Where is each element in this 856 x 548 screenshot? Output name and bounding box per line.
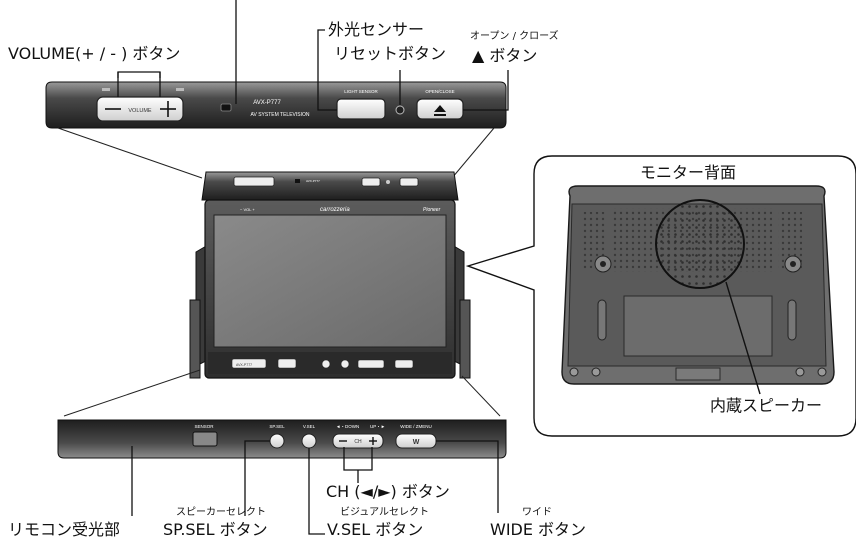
ch-rocker[interactable]: CH [332, 433, 384, 449]
wide-key-text: W [413, 439, 420, 446]
rear-view-callout [465, 155, 856, 437]
top-subtitle-text: AV SYSTEM TELEVISION [251, 112, 310, 118]
open-close-text: OPEN/CLOSE [425, 89, 454, 94]
volume-rocker[interactable]: VOLUME [96, 96, 184, 122]
bottom-control-panel: SENSOR SP.SEL V.SEL ◄・DOWN UP・► CH WIDE … [57, 419, 507, 459]
v-sel-button[interactable] [301, 433, 317, 449]
svg-text:− VOL +: − VOL + [240, 207, 255, 212]
top-callout-lines [117, 0, 509, 111]
top-model-text: AVX-P777 [253, 100, 281, 106]
open-close-callout-small: オープン / クローズ [470, 31, 559, 42]
top-connector-lines [57, 127, 495, 179]
remote-sensor-callout-label: リモコン受光部 [8, 520, 121, 539]
eject-icon [434, 105, 446, 116]
volume-callout-label: VOLUME(+ / - ) ボタン [8, 44, 181, 63]
monitor-device: AVX-P777 carrozzeria Pioneer − VOL + AVX… [189, 171, 471, 379]
speaker-grille [656, 200, 744, 288]
light-sensor-reset-button[interactable] [336, 98, 386, 120]
down-text: ◄・DOWN [336, 424, 359, 429]
top-control-panel: VOLUME AVX-P777 AV SYSTEM TELEVISION LIG… [45, 81, 507, 129]
svg-text:AVX-P777: AVX-P777 [306, 179, 320, 183]
v-sel-callout-label: V.SEL ボタン [327, 520, 424, 539]
remote-sensor-window [192, 431, 218, 447]
brand-left-text: carrozzeria [320, 207, 350, 213]
volume-label: VOLUME [128, 108, 152, 114]
sp-sel-button[interactable] [269, 433, 285, 449]
v-sel-text: V.SEL [303, 424, 316, 429]
sp-sel-callout-label: SP.SEL ボタン [163, 520, 268, 539]
top-slot-indicator [220, 103, 232, 112]
ch-text: CH [354, 439, 362, 445]
wide-callout-label: WIDE ボタン [490, 520, 587, 539]
open-close-callout-label: ▲ ボタン [472, 46, 538, 65]
light-sensor-hole [395, 105, 405, 115]
device-model-small: AVX-P777 [236, 363, 252, 367]
bottom-callout-lines [131, 440, 499, 535]
sp-sel-text: SP.SEL [269, 424, 285, 429]
speaker-outline [655, 199, 745, 289]
monitor-back-title: モニター背面 [640, 163, 737, 182]
monitor-screen [213, 214, 447, 348]
ch-callout-label: CH (◄/►) ボタン [326, 482, 450, 501]
wide-text: WIDE / ZMENU [400, 424, 432, 429]
v-sel-callout-small: ビジュアルセレクト [340, 507, 429, 518]
bottom-connector-lines [63, 369, 501, 417]
sensor-text: SENSOR [194, 424, 214, 429]
sp-sel-callout-small: スピーカーセレクト [176, 507, 266, 518]
up-text: UP・► [370, 424, 385, 429]
brand-right-text: Pioneer [423, 207, 441, 213]
wide-callout-small: ワイド [522, 507, 552, 518]
light-sensor-callout-line1: 外光センサー [328, 20, 425, 39]
light-sensor-callout-line2: リセットボタン [334, 44, 447, 63]
light-sensor-text: LIGHT SENSOR [344, 89, 378, 94]
speaker-callout-label: 内蔵スピーカー [710, 396, 823, 415]
